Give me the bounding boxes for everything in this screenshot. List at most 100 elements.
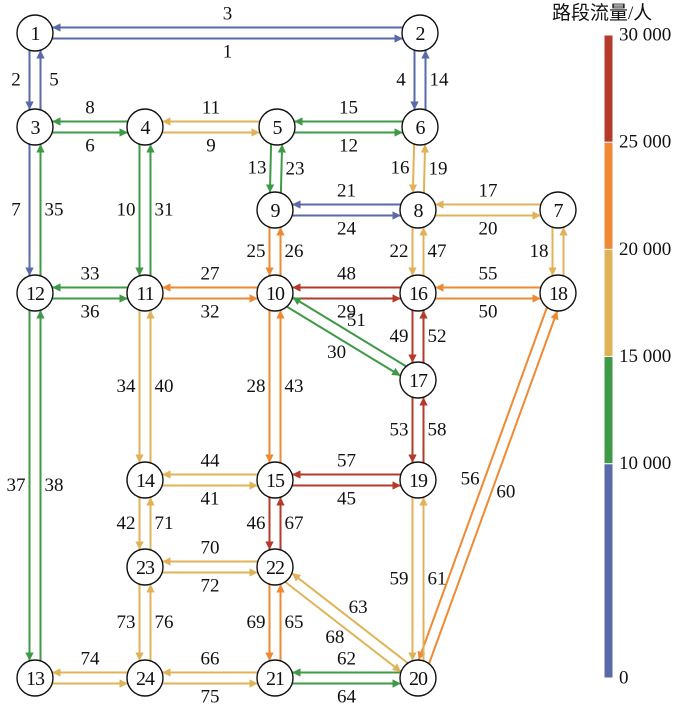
link-20-22 <box>291 572 409 664</box>
link-label: 76 <box>155 612 174 633</box>
node-15: 15 <box>256 461 294 499</box>
link-label: 6 <box>85 136 95 157</box>
link-label: 31 <box>155 200 174 221</box>
link-label: 1 <box>223 42 233 63</box>
node-label: 23 <box>136 557 155 579</box>
link-label: 37 <box>7 475 26 496</box>
link-label: 50 <box>479 302 498 323</box>
link-label: 73 <box>117 612 136 633</box>
node-label: 19 <box>409 470 428 492</box>
link-label: 7 <box>11 200 21 221</box>
link-label: 15 <box>339 98 358 119</box>
link-label: 41 <box>201 489 220 510</box>
node-1: 1 <box>16 14 54 52</box>
link-label: 12 <box>339 136 358 157</box>
link-label: 4 <box>396 70 406 91</box>
node-18: 18 <box>539 274 577 312</box>
node-5: 5 <box>258 108 296 146</box>
link-label: 63 <box>349 597 368 618</box>
node-19: 19 <box>399 461 437 499</box>
link-label: 59 <box>390 569 409 590</box>
node-label: 20 <box>409 668 428 690</box>
node-label: 8 <box>414 200 424 222</box>
link-label: 5 <box>49 70 59 91</box>
node-label: 3 <box>31 117 41 139</box>
link-label: 44 <box>201 451 221 472</box>
legend-tick-label: 25 000 <box>619 132 671 153</box>
legend-tick-label: 15 000 <box>619 346 671 367</box>
node-label: 24 <box>136 668 155 690</box>
node-11: 11 <box>126 274 164 312</box>
link-label: 29 <box>337 302 356 323</box>
link-label: 35 <box>45 200 64 221</box>
link-label: 24 <box>337 219 357 240</box>
legend-tick-label: 10 000 <box>619 453 671 474</box>
link-label: 51 <box>347 310 366 331</box>
link-label: 26 <box>285 241 304 262</box>
link-label: 3 <box>223 4 233 25</box>
legend-tick-label: 0 <box>619 668 629 689</box>
node-14: 14 <box>126 461 164 499</box>
link-label: 2 <box>11 70 21 91</box>
link-label: 36 <box>81 302 100 323</box>
node-3: 3 <box>16 108 54 146</box>
legend-bin <box>603 248 614 357</box>
link-22-20 <box>284 581 402 673</box>
link-20-18 <box>428 310 559 665</box>
node-7: 7 <box>539 191 577 229</box>
link-label: 9 <box>206 136 216 157</box>
node-label: 22 <box>266 557 284 579</box>
link-label: 8 <box>85 98 95 119</box>
link-label: 10 <box>117 200 136 221</box>
node-24: 24 <box>126 659 164 697</box>
node-12: 12 <box>16 274 54 312</box>
link-label: 49 <box>390 326 409 347</box>
link-label: 33 <box>81 264 100 285</box>
node-label: 5 <box>273 117 283 139</box>
edge-labels-layer: 1234567891011121314151617181920212223242… <box>7 4 549 708</box>
link-label: 27 <box>201 264 220 285</box>
link-10-17 <box>286 305 402 377</box>
node-17: 17 <box>399 361 437 399</box>
link-label: 56 <box>461 469 480 490</box>
link-label: 46 <box>247 513 266 534</box>
legend-bin <box>603 34 614 143</box>
link-label: 42 <box>117 513 136 534</box>
link-17-10 <box>291 296 407 368</box>
node-6: 6 <box>401 108 439 146</box>
link-label: 14 <box>430 70 450 91</box>
link-label: 72 <box>201 576 220 597</box>
node-label: 16 <box>409 283 428 305</box>
edges-layer <box>25 23 568 688</box>
link-label: 32 <box>201 302 220 323</box>
link-label: 68 <box>325 627 344 648</box>
node-8: 8 <box>399 191 437 229</box>
node-label: 21 <box>266 668 284 690</box>
link-label: 21 <box>337 181 356 202</box>
node-20: 20 <box>399 659 437 697</box>
link-label: 16 <box>391 158 410 179</box>
node-label: 12 <box>26 283 44 305</box>
legend-tick-label: 20 000 <box>619 239 671 260</box>
link-label: 53 <box>390 420 409 441</box>
node-4: 4 <box>126 108 164 146</box>
node-21: 21 <box>256 659 294 697</box>
node-label: 14 <box>136 470 155 492</box>
node-label: 17 <box>409 370 428 392</box>
legend-tick-label: 30 000 <box>619 25 671 46</box>
link-label: 40 <box>155 376 174 397</box>
link-label: 45 <box>337 489 356 510</box>
link-label: 67 <box>285 513 304 534</box>
node-label: 11 <box>136 283 153 305</box>
node-23: 23 <box>126 548 164 586</box>
link-label: 48 <box>337 264 356 285</box>
link-label: 57 <box>337 451 356 472</box>
link-label: 17 <box>479 181 498 202</box>
link-label: 43 <box>285 376 304 397</box>
link-label: 71 <box>155 513 174 534</box>
link-label: 69 <box>247 612 266 633</box>
node-label: 15 <box>266 470 285 492</box>
link-label: 55 <box>479 264 498 285</box>
